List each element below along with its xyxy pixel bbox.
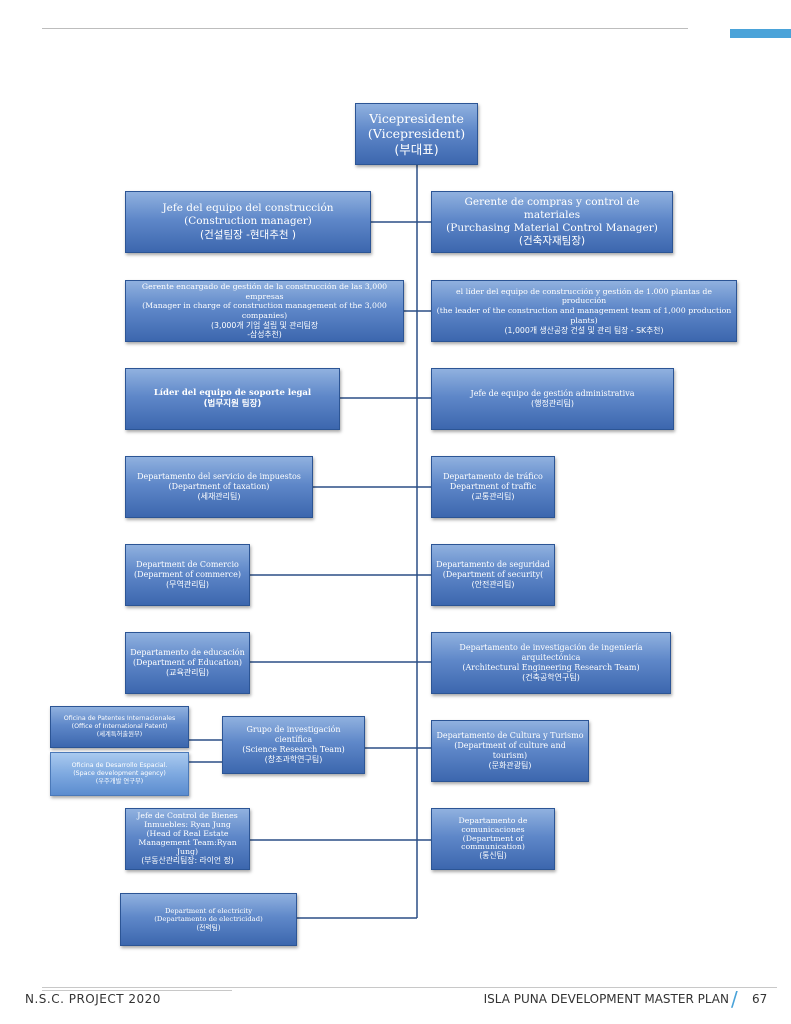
- footer-rule-short: [42, 990, 232, 991]
- construction-manager-es: Jefe del equipo del construcción: [162, 202, 334, 215]
- patents-ko: (세계특허출원부): [96, 730, 143, 738]
- culture-tourism-en: (Department of culture and tourism): [454, 741, 566, 760]
- real-estate-en: (Head of Real Estate Management Team:Rya…: [138, 829, 237, 856]
- vicepresident-box: Vicepresidente (Vicepresident) (부대표): [355, 103, 478, 165]
- electricity-en: Department of electricity: [164, 906, 253, 915]
- leader-1000-en: (the leader of the construction and mana…: [436, 306, 732, 325]
- architectural-research-box: Departamento de investigación de ingenie…: [431, 632, 671, 694]
- manager-3000-en: (Manager in charge of construction manag…: [142, 301, 387, 320]
- science-research-en: (Science Research Team): [242, 745, 345, 754]
- real-estate-box: Jefe de Control de Bienes Inmuebles: Rya…: [125, 808, 250, 870]
- education-en: (Department of Education): [133, 658, 242, 667]
- leader-1000-plants-box: el líder del equipo de construcción y ge…: [431, 280, 737, 342]
- electricity-box: Department of electricity (Departamento …: [120, 893, 297, 946]
- footer-slash-separator: /: [731, 987, 738, 1011]
- security-ko: (안전관리팀): [471, 580, 515, 589]
- taxation-ko: (세재관리팀): [197, 492, 241, 501]
- commerce-en: (Deparment of commerce): [134, 570, 241, 579]
- traffic-en: Department of traffic: [449, 482, 537, 491]
- vp-title-es: Vicepresidente: [369, 110, 464, 126]
- header-accent-bar: [730, 29, 791, 38]
- traffic-ko: (교통관리팀): [471, 492, 515, 501]
- education-es: Departamento de educación: [130, 648, 245, 657]
- commerce-es: Department de Comercio: [136, 560, 239, 569]
- science-research-ko: (창조과학연구팀): [264, 755, 323, 764]
- admin-management-es: Jefe de equipo de gestión administrativa: [470, 389, 635, 398]
- arch-research-en: (Architectural Engineering Research Team…: [462, 663, 640, 672]
- communication-es: Departamento de comunicaciones: [458, 815, 528, 834]
- leader-1000-ko: (1,000개 생산공장 건설 및 관리 팀장 - SK추천): [504, 325, 664, 335]
- culture-tourism-es: Departamento de Cultura y Turismo: [436, 731, 584, 740]
- arch-research-ko: (건축공학연구팀): [522, 673, 580, 682]
- real-estate-es: Jefe de Control de Bienes Inmuebles: Rya…: [137, 811, 238, 830]
- purchasing-manager-ko: (건축자재팀장): [518, 235, 586, 248]
- security-box: Departamento de seguridad (Department of…: [431, 544, 555, 606]
- education-ko: (교육관리팀): [165, 668, 210, 677]
- manager-3000-ko-note: -삼성추천): [247, 330, 282, 340]
- manager-3000-ko: (3,000개 기업 설립 및 관리팀장: [210, 320, 318, 330]
- construction-manager-ko: (건설팀장 -현대추천 ): [200, 228, 296, 241]
- taxation-es: Departamento del servicio de impuestos: [137, 472, 301, 481]
- purchasing-manager-es: Gerente de compras y control de material…: [464, 195, 640, 221]
- patents-es: Oficina de Patentes Internacionales: [63, 715, 176, 723]
- taxation-en: (Department of taxation): [168, 482, 270, 491]
- legal-support-ko: (법무지원 팀장): [203, 399, 262, 409]
- science-research-es: Grupo de investigación científica: [246, 725, 341, 744]
- purchasing-manager-en: (Purchasing Material Control Manager): [446, 222, 658, 234]
- culture-tourism-box: Departamento de Cultura y Turismo (Depar…: [431, 720, 589, 782]
- footer-rule: [42, 987, 777, 988]
- electricity-es: (Departamento de electricidad): [154, 915, 263, 924]
- manager-3000-companies-box: Gerente encargado de gestión de la const…: [125, 280, 404, 342]
- footer-document-title: ISLA PUNA DEVELOPMENT MASTER PLAN: [483, 992, 729, 1006]
- construction-manager-en: (Construction manager): [184, 215, 312, 228]
- communication-en: (Department of communication): [461, 833, 525, 852]
- international-patents-box: Oficina de Patentes Internacionales (Off…: [50, 706, 189, 748]
- vp-title-en: (Vicepresident): [367, 126, 466, 142]
- education-box: Departamento de educación (Department of…: [125, 632, 250, 694]
- space-development-box: Oficina de Desarrollo Espacial. (Space d…: [50, 752, 189, 796]
- electricity-ko: (전력팀): [196, 923, 221, 932]
- leader-1000-es: el líder del equipo de construcción y ge…: [456, 286, 712, 306]
- taxation-box: Departamento del servicio de impuestos (…: [125, 456, 313, 518]
- vp-title-ko: (부대표): [394, 141, 439, 157]
- purchasing-manager-box: Gerente de compras y control de material…: [431, 191, 673, 253]
- traffic-es: Departamento de tráfico: [443, 472, 543, 481]
- commerce-box: Department de Comercio (Deparment of com…: [125, 544, 250, 606]
- legal-support-es: Líder del equipo de soporte legal: [153, 388, 312, 399]
- arch-research-es: Departamento de investigación de ingenie…: [459, 643, 643, 662]
- space-en: (Space development agency): [73, 770, 166, 778]
- admin-management-ko: (행정관리팀): [530, 399, 575, 408]
- legal-support-box: Líder del equipo de soporte legal (법무지원 …: [125, 368, 340, 430]
- culture-tourism-ko: (문화관광팀): [488, 761, 532, 770]
- communication-ko: (통신팀): [479, 851, 507, 861]
- commerce-ko: (무역관리팀): [165, 580, 210, 589]
- construction-manager-box: Jefe del equipo del construcción (Constr…: [125, 191, 371, 253]
- manager-3000-es: Gerente encargado de gestión de la const…: [141, 281, 388, 301]
- footer-page-number: 67: [752, 992, 768, 1006]
- patents-en: (Office of International Patent): [71, 723, 168, 731]
- space-es: Oficina de Desarrollo Espacial.: [71, 762, 168, 770]
- science-research-box: Grupo de investigación científica (Scien…: [222, 716, 365, 774]
- space-ko: (우주개발 연구부): [95, 777, 144, 785]
- real-estate-ko: (부동산관리팀장: 라이언 정): [141, 855, 234, 865]
- footer-project-name: N.S.C. PROJECT 2020: [25, 992, 161, 1006]
- admin-management-box: Jefe de equipo de gestión administrativa…: [431, 368, 674, 430]
- traffic-box: Departamento de tráfico Department of tr…: [431, 456, 555, 518]
- header-rule: [42, 28, 688, 29]
- security-es: Departamento de seguridad: [436, 560, 550, 569]
- communication-box: Departamento de comunicaciones (Departme…: [431, 808, 555, 870]
- security-en: (Department of security(: [442, 570, 544, 579]
